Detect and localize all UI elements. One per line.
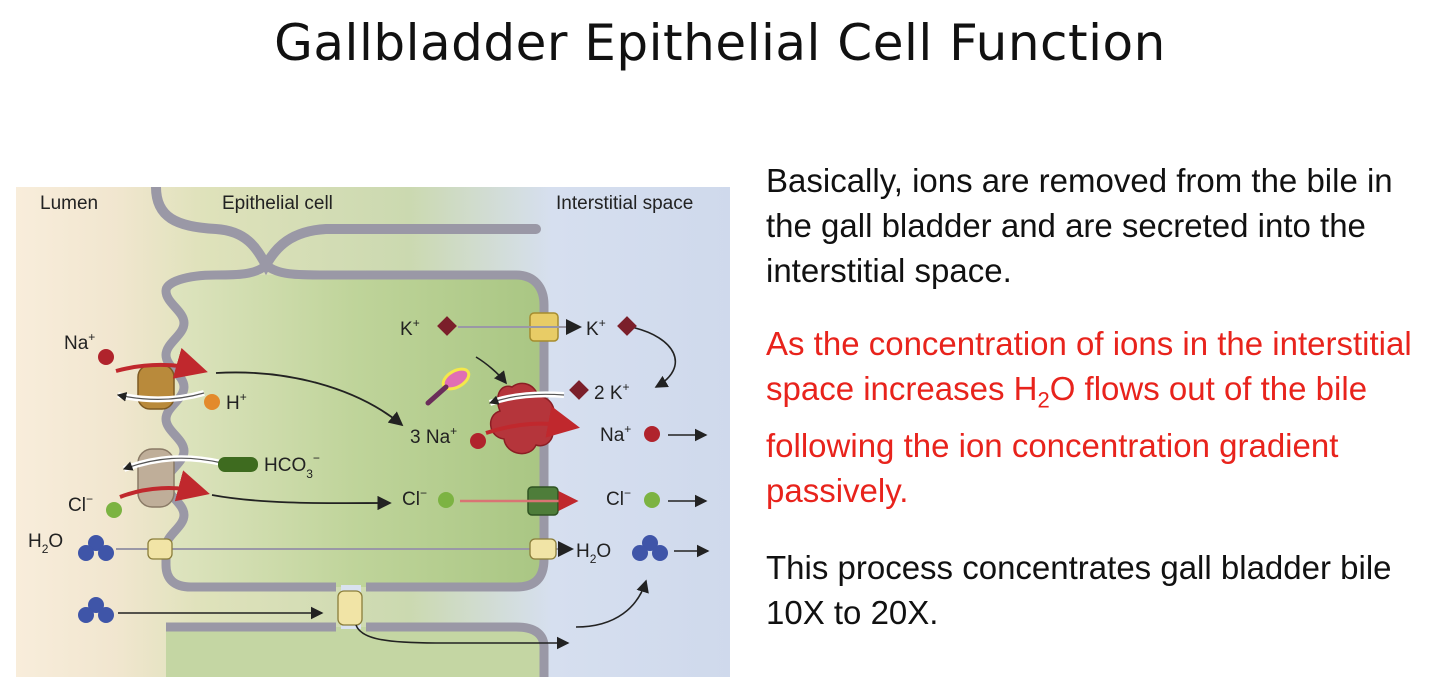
h2o-label-lumen: H2O bbox=[28, 531, 63, 556]
paragraph-concentration: This process concentrates gall bladder b… bbox=[766, 548, 1392, 631]
gallbladder-cell-diagram: Lumen Epithelial cell Interstitial space… bbox=[16, 187, 730, 677]
explanation-panel: Basically, ions are removed from the bil… bbox=[766, 158, 1426, 663]
atp-to-pump-arrow bbox=[475, 356, 507, 385]
atp-icon bbox=[425, 367, 471, 406]
paragraph-basic: Basically, ions are removed from the bil… bbox=[766, 162, 1393, 289]
cl-label-out: Cl− bbox=[606, 486, 631, 510]
two-k-label: 2 K+ bbox=[594, 380, 630, 404]
apical-membrane bbox=[161, 261, 336, 592]
h-efflux-arrow-outline bbox=[116, 392, 205, 402]
cl-to-channel-arrow bbox=[211, 494, 392, 511]
na-label-lumen: Na+ bbox=[64, 330, 95, 354]
potassium-ion-out bbox=[617, 316, 637, 336]
lateral-water-exit bbox=[575, 579, 649, 628]
potassium-ion-2k bbox=[569, 380, 589, 400]
water-molecule-out bbox=[632, 535, 668, 561]
label-epithelial-cell: Epithelial cell bbox=[222, 193, 333, 214]
k-label-cell: K+ bbox=[400, 316, 420, 340]
chloride-ion-out bbox=[644, 492, 660, 508]
tight-junction-membrane bbox=[151, 187, 541, 276]
water-molecule-paracellular bbox=[78, 597, 114, 623]
aquaporin-basolateral bbox=[529, 538, 557, 560]
epithelial-cell-body bbox=[166, 273, 544, 587]
cl-label-cell: Cl− bbox=[402, 486, 427, 510]
k-recycle-arrow bbox=[630, 326, 677, 388]
label-interstitial-space: Interstitial space bbox=[556, 193, 693, 214]
cl-label-lumen: Cl− bbox=[68, 492, 93, 516]
paragraph-water-flow: As the concentration of ions in the inte… bbox=[766, 325, 1412, 509]
slide-title: Gallbladder Epithelial Cell Function bbox=[274, 14, 1166, 72]
water-molecule-lumen bbox=[78, 535, 114, 561]
k-label-out: K+ bbox=[586, 316, 606, 340]
adjacent-cell bbox=[166, 627, 544, 677]
lateral-water-path bbox=[355, 624, 570, 650]
hco3-efflux-arrow-outline bbox=[122, 457, 223, 471]
bicarbonate-ion bbox=[218, 457, 258, 472]
aquaporin-apical bbox=[147, 538, 173, 560]
three-na-label: 3 Na+ bbox=[410, 424, 457, 448]
chloride-ion-cell bbox=[438, 492, 454, 508]
proton-ion bbox=[204, 394, 220, 410]
potassium-ion-cell bbox=[437, 316, 457, 336]
sodium-ion-lumen bbox=[98, 349, 114, 365]
cl-influx-arrow bbox=[119, 470, 210, 502]
na-to-pump-arrow bbox=[215, 371, 404, 427]
h-label: H+ bbox=[226, 390, 247, 414]
hco3-label: HCO3− bbox=[264, 451, 320, 481]
sodium-ion-cell bbox=[470, 433, 486, 449]
na-label-out: Na+ bbox=[600, 422, 631, 446]
na-influx-arrow bbox=[115, 347, 208, 379]
chloride-ion-lumen bbox=[106, 502, 122, 518]
pump-na-arrow bbox=[485, 406, 580, 438]
label-lumen: Lumen bbox=[40, 193, 98, 214]
basolateral-membrane bbox=[263, 261, 549, 592]
h2o-label-out: H2O bbox=[576, 541, 611, 566]
pump-k-arrow-outline bbox=[488, 393, 565, 405]
na-h-exchanger bbox=[137, 364, 175, 410]
aquaporin-lateral bbox=[337, 590, 363, 626]
sodium-ion-out bbox=[644, 426, 660, 442]
lateral-intercellular-membrane bbox=[166, 622, 549, 677]
